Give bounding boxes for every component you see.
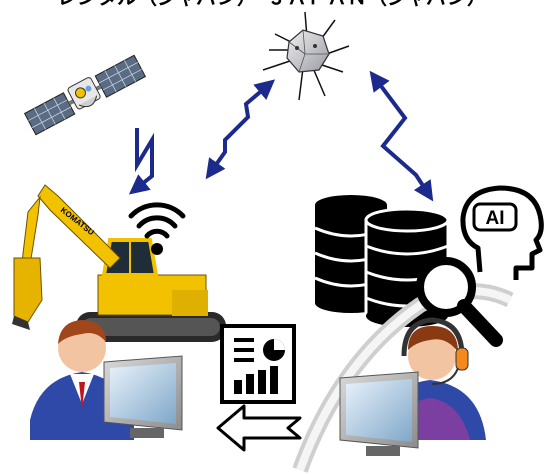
magnifier-icon xyxy=(416,257,503,347)
operator-monitor-icon xyxy=(103,355,183,438)
header-text: レンタル（ジャパン）・ＪＡＰＡＮ（ジャパン） xyxy=(57,0,487,9)
gps-to-excavator-arrow xyxy=(128,128,154,195)
excavator-satellite-arrow xyxy=(205,79,276,180)
satellite-datacenter-arrow xyxy=(369,70,434,202)
wifi-icon xyxy=(128,202,186,255)
excavator-icon: KOMATSU xyxy=(12,184,226,342)
agent-monitor-icon xyxy=(339,371,419,456)
ai-head-icon: AI xyxy=(460,185,544,280)
report-icon xyxy=(220,324,296,404)
comm-satellite-icon xyxy=(262,11,350,101)
feedback-arrow-icon xyxy=(216,404,302,452)
gps-satellite-icon xyxy=(23,54,147,136)
ai-label: AI xyxy=(486,208,505,229)
